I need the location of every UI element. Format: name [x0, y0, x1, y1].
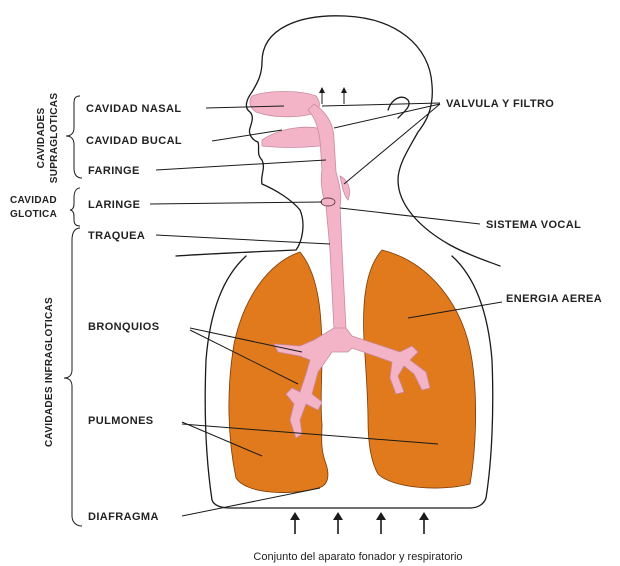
- brace-supraglotticas: [66, 96, 82, 178]
- label-cavidad-nasal: CAVIDAD NASAL: [86, 103, 181, 115]
- epiglottis-shape: [340, 176, 350, 200]
- label-faringe: FARINGE: [88, 165, 140, 177]
- caption: Conjunto del aparato fonador y respirato…: [253, 551, 462, 563]
- label-energia-aerea: ENERGIA AEREA: [506, 293, 602, 305]
- arrow-icon: [290, 512, 300, 534]
- group-supraglotticas-line2: SUPRAGLOTICAS: [49, 93, 60, 184]
- label-valvula-y-filtro: VALVULA Y FILTRO: [446, 98, 554, 110]
- neck-front-outline: [176, 184, 303, 256]
- label-sistema-vocal: SISTEMA VOCAL: [486, 219, 581, 231]
- label-bronquios: BRONQUIOS: [88, 321, 159, 333]
- label-cavidad-bucal: CAVIDAD BUCAL: [86, 135, 182, 147]
- arrow-icon: [419, 512, 429, 534]
- group-infragloticas: CAVIDADES INFRAGLOTICAS: [44, 297, 55, 447]
- label-traquea: TRAQUEA: [88, 230, 145, 242]
- arrow-icon: [333, 512, 343, 534]
- group-glotica-line1: CAVIDAD: [10, 195, 57, 206]
- group-glotica-line2: GLOTICA: [10, 209, 57, 220]
- label-pulmones: PULMONES: [88, 415, 154, 427]
- brace-infragloticas: [64, 228, 82, 526]
- face-outline: [246, 62, 263, 184]
- airflow-arrows: [290, 512, 429, 534]
- group-supraglotticas-line1: CAVIDADES: [36, 108, 47, 169]
- brace-glotica: [70, 188, 80, 226]
- arrow-icon: [376, 512, 386, 534]
- head-arrows: [319, 87, 347, 104]
- label-diafragma: DIAFRAGMA: [88, 511, 159, 523]
- label-laringe: LARINGE: [88, 199, 140, 211]
- vocal-folds-mark: [321, 198, 335, 206]
- nasal-cavity-shape: [250, 92, 320, 117]
